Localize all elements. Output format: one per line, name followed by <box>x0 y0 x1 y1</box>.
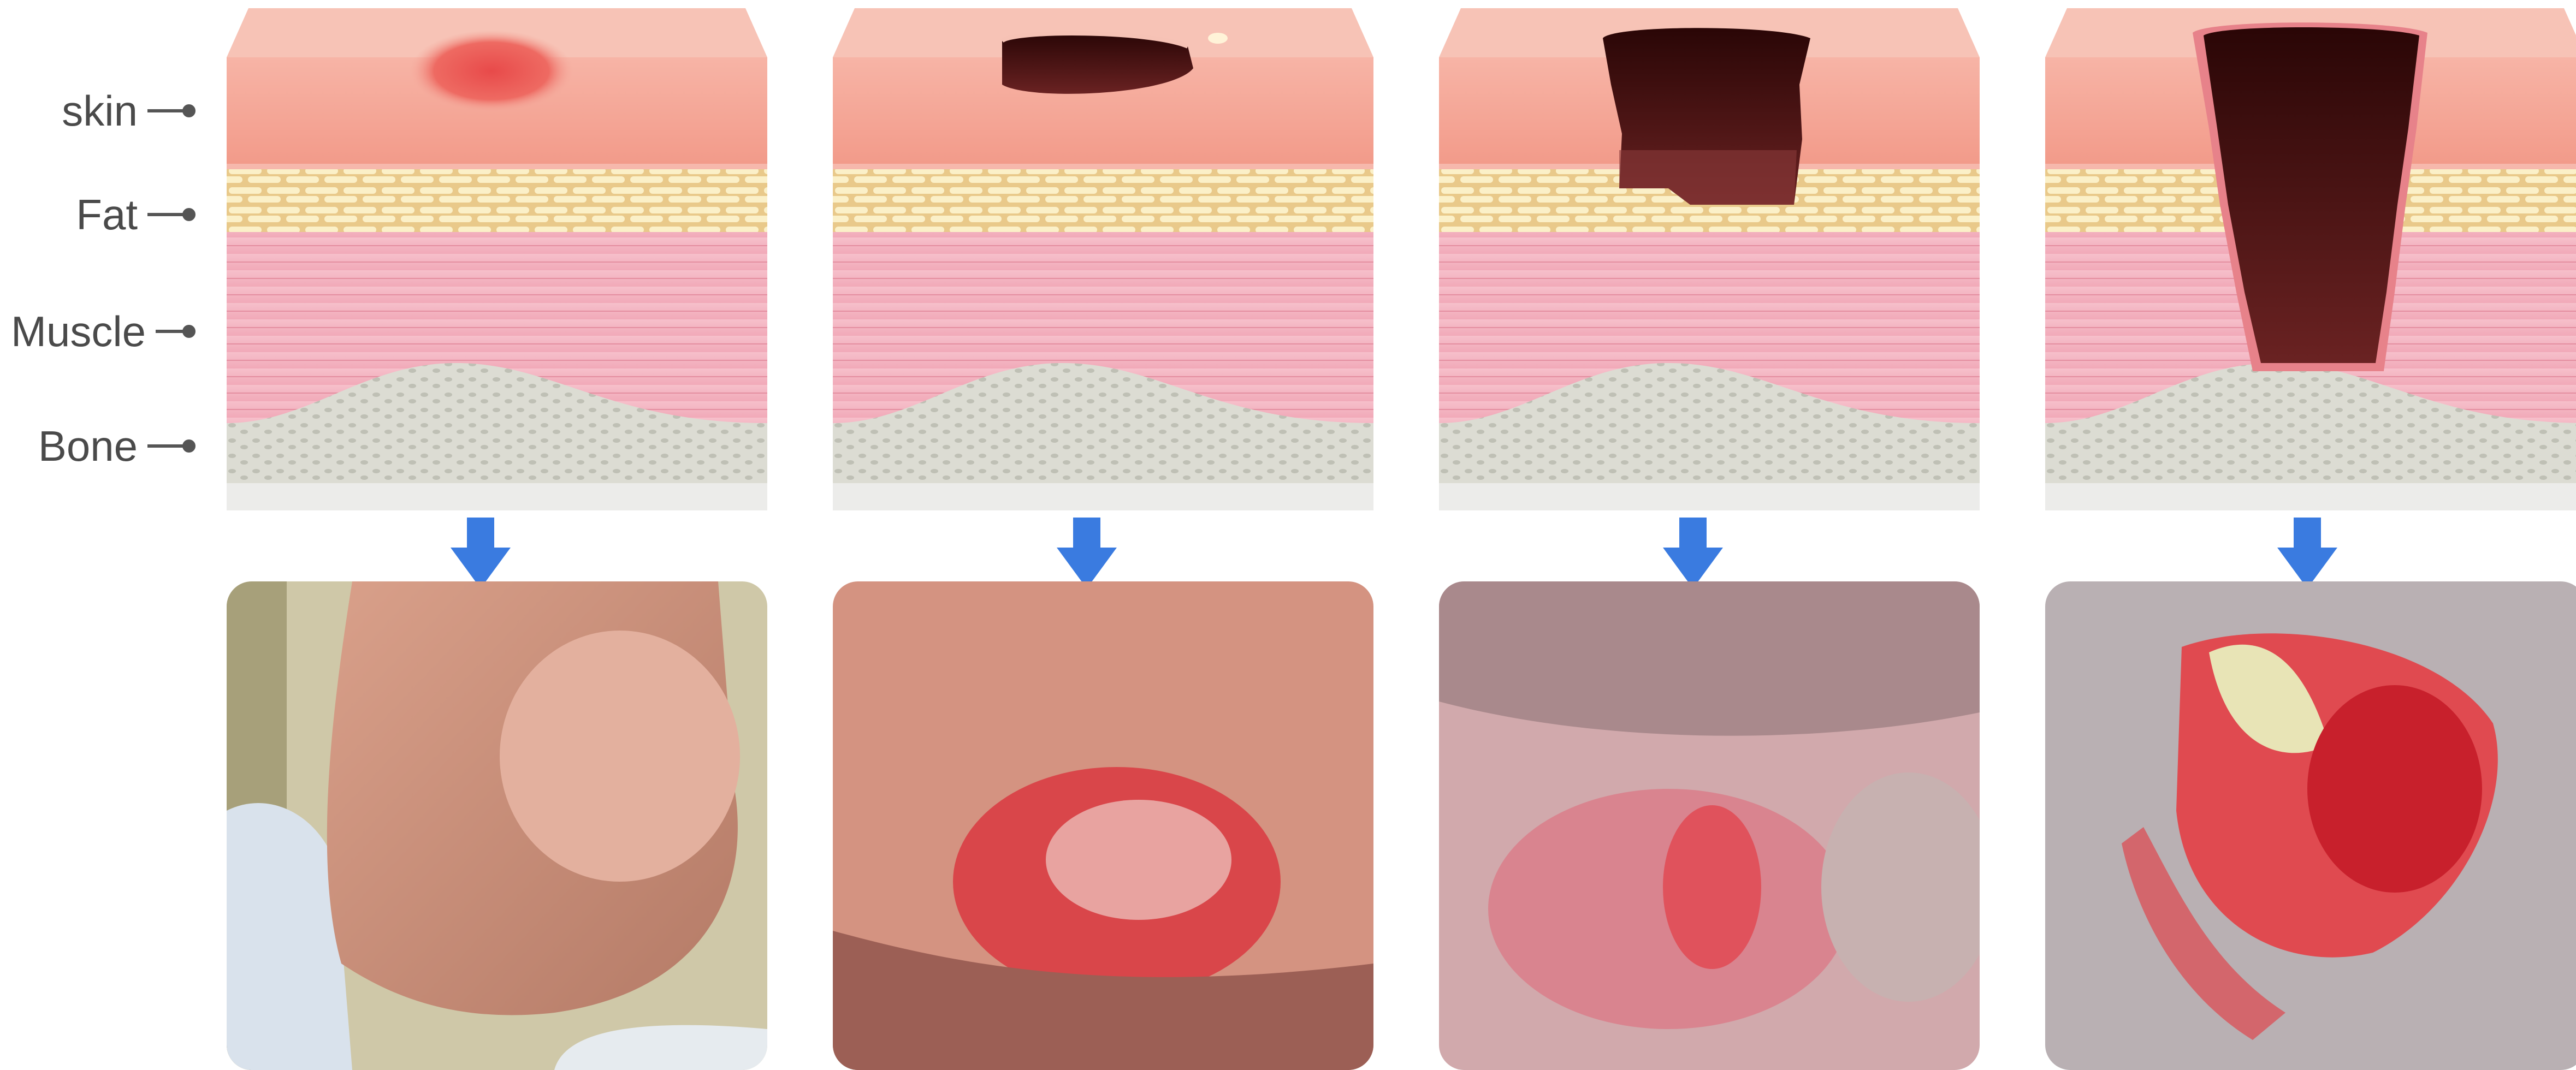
muscle-label: Muscle <box>11 307 146 356</box>
skin-pointer <box>147 109 191 112</box>
stage-4-photo <box>2045 581 2576 1070</box>
down-arrow-icon <box>1057 518 1117 588</box>
bone-label: Bone <box>38 421 138 471</box>
fat-pointer <box>147 213 191 216</box>
stage-2-photo <box>833 581 1373 1070</box>
bone-pointer <box>147 444 191 448</box>
stage-1-photo <box>227 581 767 1070</box>
fat-label: Fat <box>76 190 138 240</box>
stage-2-diagram <box>833 8 1373 510</box>
down-arrow-icon <box>451 518 511 588</box>
down-arrow-icon <box>1663 518 1723 588</box>
skin-label: skin <box>62 86 138 136</box>
skin-label-group: skin <box>11 86 191 135</box>
redness-spot <box>410 30 573 112</box>
stage-3-photo <box>1439 581 1980 1070</box>
fat-label-group: Fat <box>11 190 191 239</box>
stage-3-diagram <box>1439 8 1980 510</box>
stage-4-diagram <box>2045 8 2576 510</box>
down-arrow-icon <box>2277 518 2337 588</box>
muscle-label-group: Muscle <box>11 307 191 356</box>
muscle-pointer <box>156 330 191 333</box>
stage-1-diagram <box>227 8 767 510</box>
bone-label-group: Bone <box>11 421 191 471</box>
